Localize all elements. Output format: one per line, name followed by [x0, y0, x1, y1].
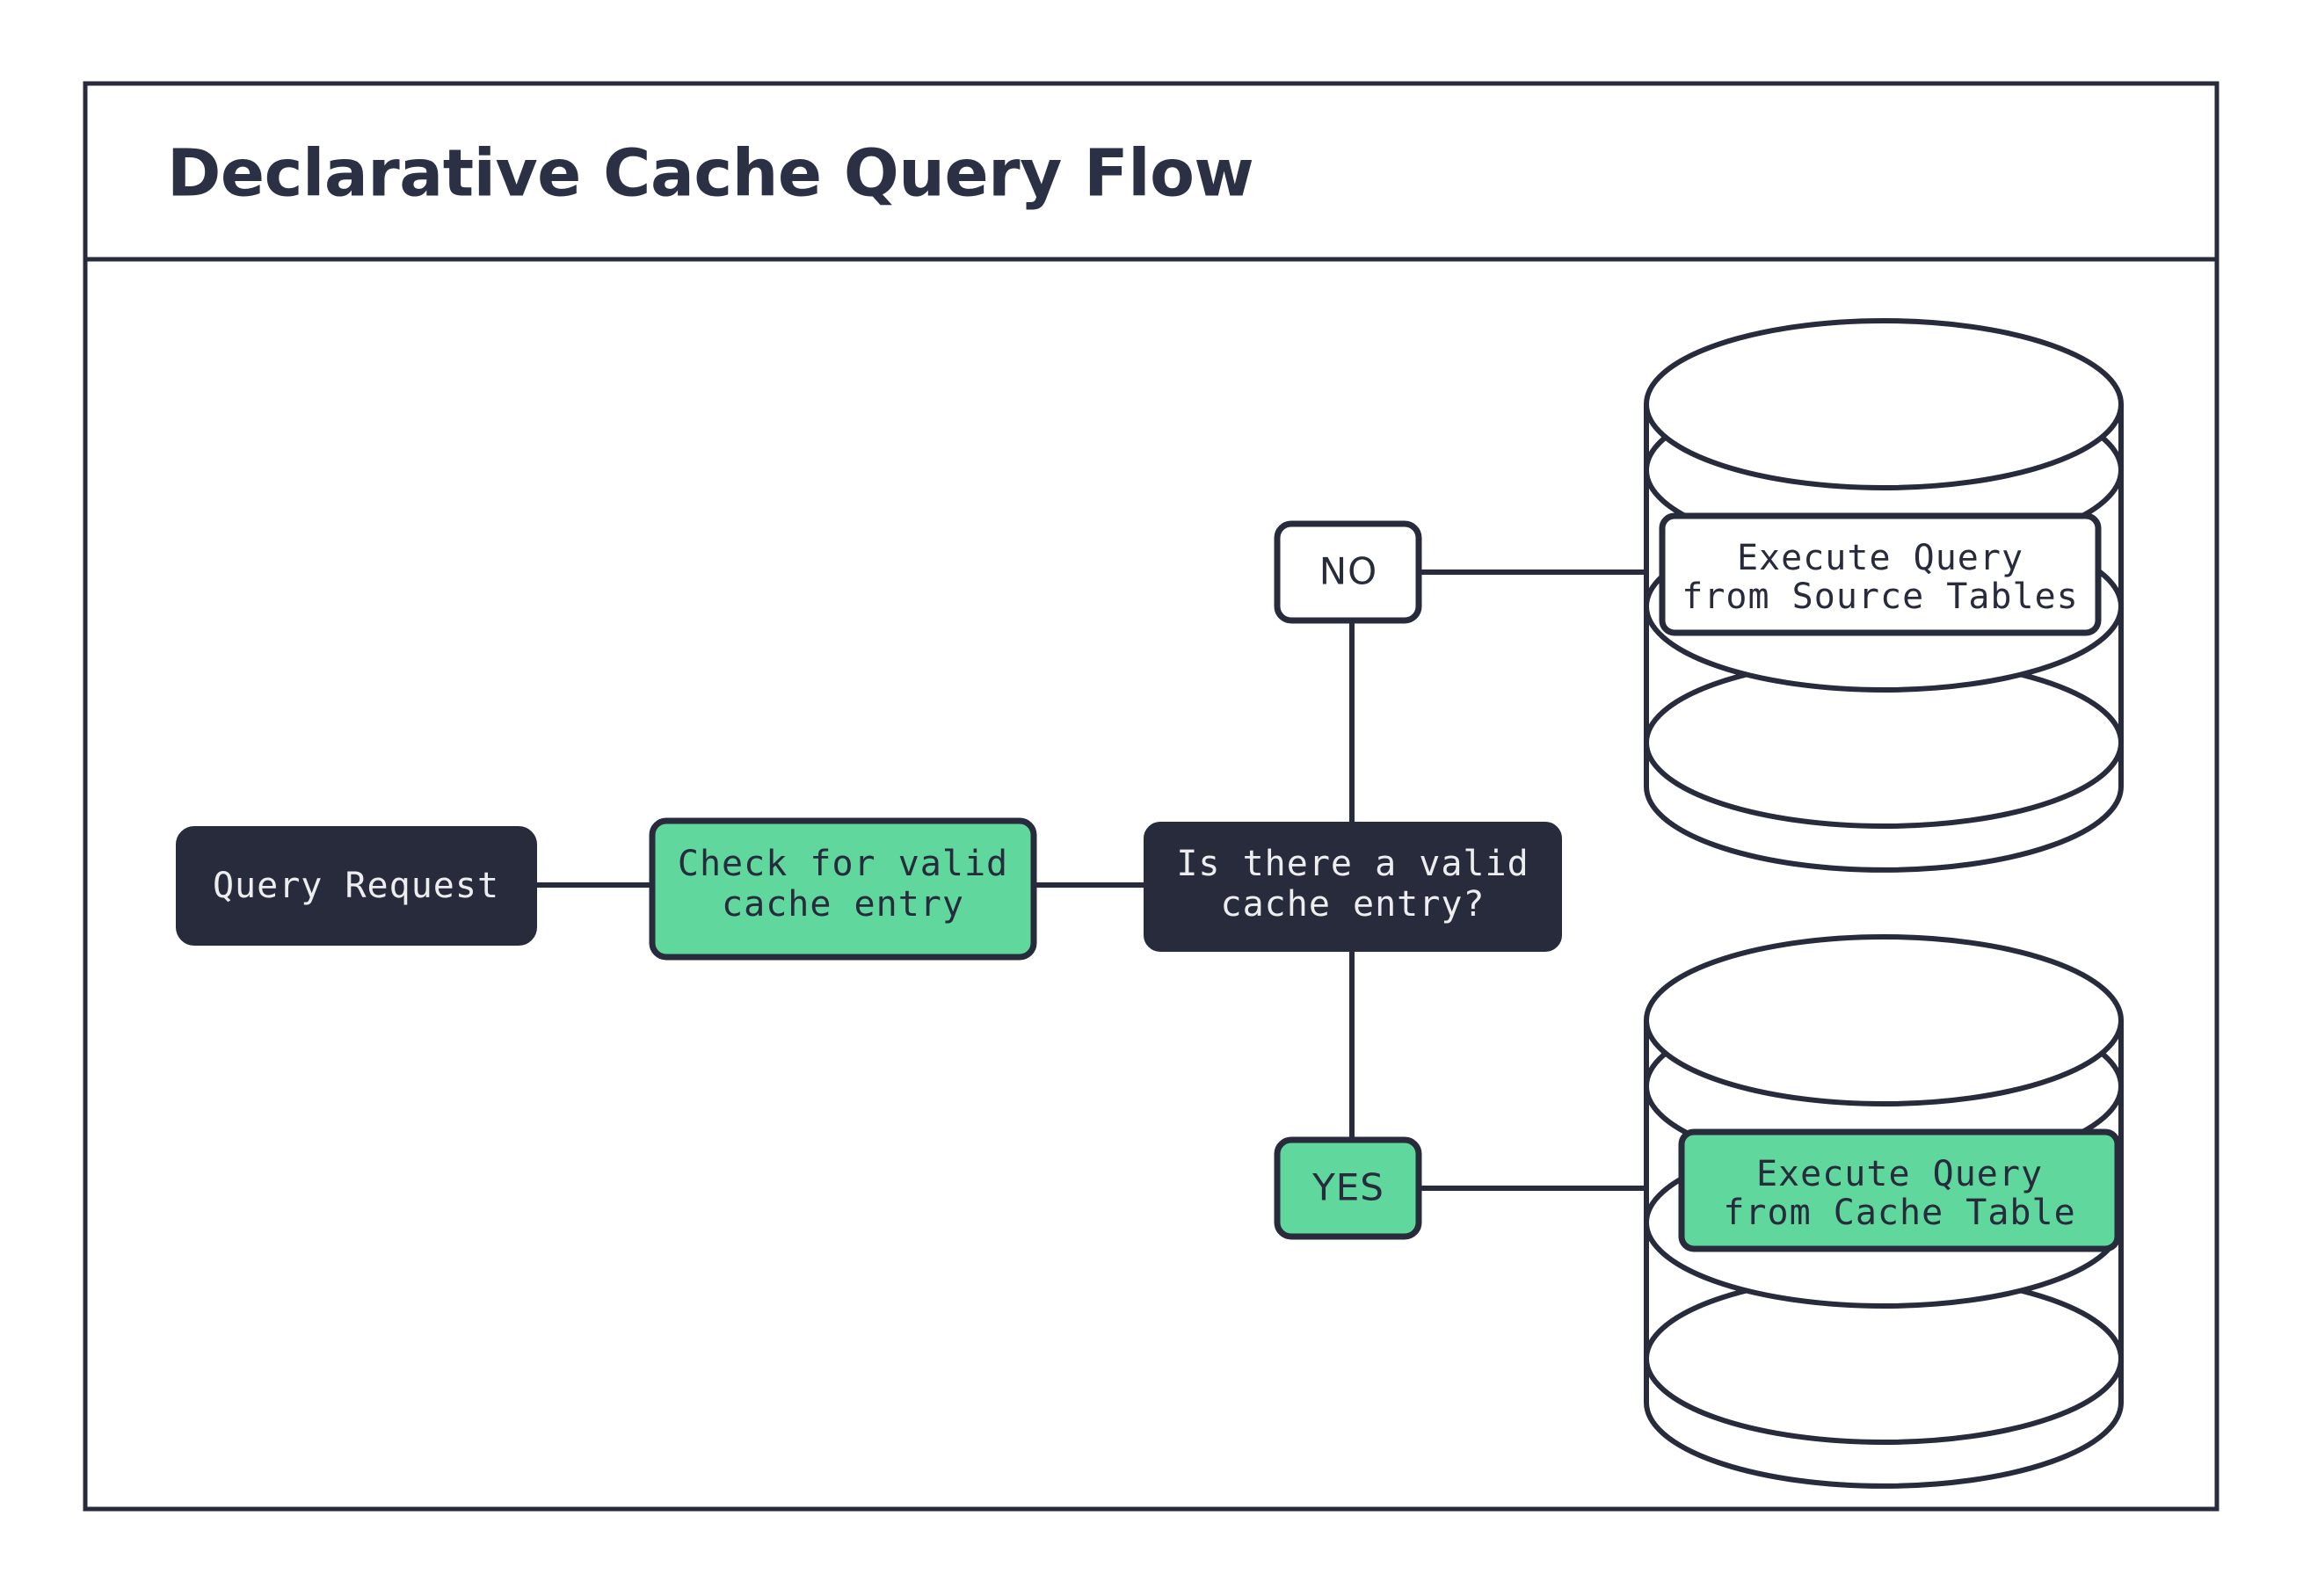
- node-query-request[interactable]: Query Request: [176, 826, 537, 946]
- database-cylinder-cache: Execute Query from Cache Table: [1644, 934, 2124, 1489]
- cache-db-label-line2: from Cache Table: [1723, 1193, 2075, 1233]
- branch-label-yes[interactable]: YES: [1274, 1136, 1422, 1240]
- branch-yes-text: YES: [1311, 1166, 1384, 1209]
- source-db-label-line1: Execute Query: [1737, 538, 2023, 578]
- node-check-cache[interactable]: Check for valid cache entry: [649, 817, 1037, 961]
- cache-cylinder-cap-top: [1644, 934, 2124, 1106]
- branch-label-no[interactable]: NO: [1274, 520, 1422, 624]
- page-title: Declarative Cache Query Flow: [167, 136, 1253, 212]
- check-cache-label-line2: cache entry: [722, 884, 964, 925]
- cylinder-cap-top: [1644, 318, 2124, 490]
- check-cache-label-line1: Check for valid: [678, 844, 1008, 884]
- database-cylinder-source: Execute Query from Source Tables: [1644, 318, 2124, 873]
- decision-label-line2: cache entry?: [1221, 884, 1486, 925]
- source-db-label-line2: from Source Tables: [1682, 577, 2078, 617]
- cache-db-label-box: Execute Query from Cache Table: [1678, 1128, 2121, 1252]
- node-decision-valid-cache[interactable]: Is there a valid cache entry?: [1144, 822, 1562, 952]
- query-request-label: Query Request: [213, 866, 499, 906]
- source-db-label-box: Execute Query from Source Tables: [1659, 512, 2102, 636]
- decision-label-line1: Is there a valid: [1176, 844, 1529, 884]
- diagram-title: Declarative Cache Query Flow: [167, 136, 1254, 212]
- cache-db-label-line1: Execute Query: [1756, 1154, 2043, 1194]
- branch-no-text: NO: [1319, 550, 1377, 593]
